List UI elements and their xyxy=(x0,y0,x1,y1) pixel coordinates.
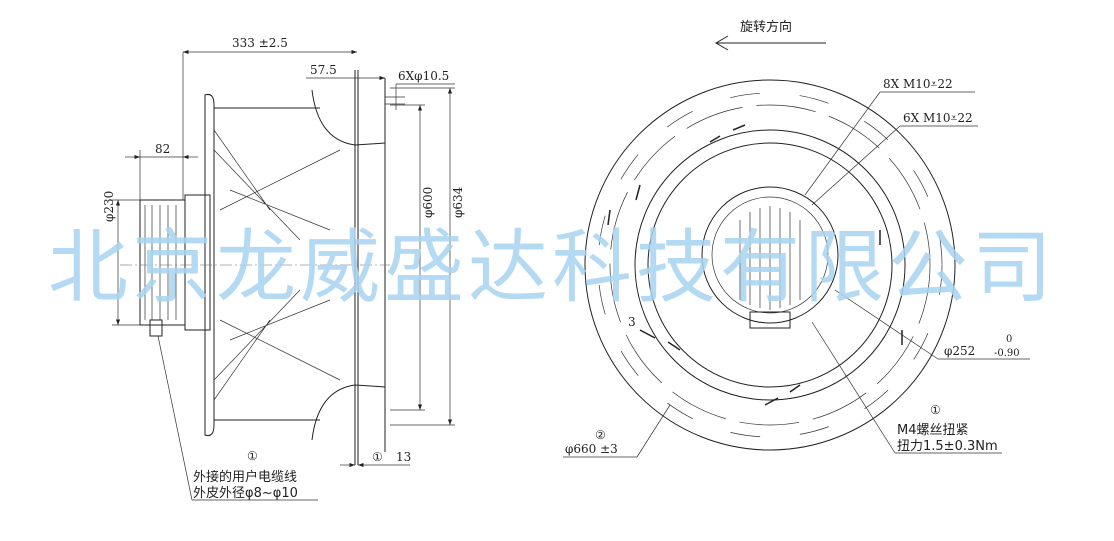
side-mark: 3 xyxy=(628,315,636,329)
rotation-arrow-icon xyxy=(715,35,729,51)
screw-note-line1: M4螺丝扭紧 xyxy=(897,423,969,438)
rotation-label: 旋转方向 xyxy=(740,19,792,35)
tol-lower: -0.90 xyxy=(994,348,1020,359)
dim-length: 333 ±2.5 xyxy=(232,36,288,50)
side-view: 333 ±2.5 57.5 6Xφ10.5 φ600 φ634 82 φ230 … xyxy=(102,36,465,501)
dim-holes: 6Xφ10.5 xyxy=(398,69,449,83)
watermark: 北京龙威盛达科技有限公司 xyxy=(48,221,1056,314)
dim-flange: 57.5 xyxy=(310,63,337,77)
cable-gland xyxy=(149,319,163,337)
dim-outer-dia: φ634 xyxy=(451,186,465,218)
outer-ring xyxy=(584,79,956,451)
dia-660-label: φ660 ±3 xyxy=(565,442,618,456)
ring-marker: ① xyxy=(372,450,383,464)
marker-1: ① xyxy=(930,403,941,417)
dim-hub-depth: 82 xyxy=(155,142,170,156)
front-view: 旋转方向 3 8X M10⩡22 6X M10⩡22 xyxy=(563,19,1030,458)
marker-2: ② xyxy=(595,428,606,442)
cable-note-line2: 外皮外径φ8~φ10 xyxy=(193,486,298,501)
dim-ring-thickness: 13 xyxy=(396,450,411,464)
bolt-8x-label: 8X M10⩡22 xyxy=(883,77,953,91)
screw-note-line2: 扭力1.5±0.3Nm xyxy=(897,439,998,454)
tol-upper: 0 xyxy=(1006,334,1012,345)
dim-inlet-dia: φ600 xyxy=(421,187,435,218)
bolt-6x-label: 6X M10⩡22 xyxy=(903,111,973,125)
dia-252-label: φ252 xyxy=(944,344,975,358)
cable-note-line1: 外接的用户电缆线 xyxy=(193,469,297,485)
motor-face xyxy=(701,186,839,324)
cable-marker: ① xyxy=(247,449,258,463)
dim-hub-dia: φ230 xyxy=(102,191,116,222)
